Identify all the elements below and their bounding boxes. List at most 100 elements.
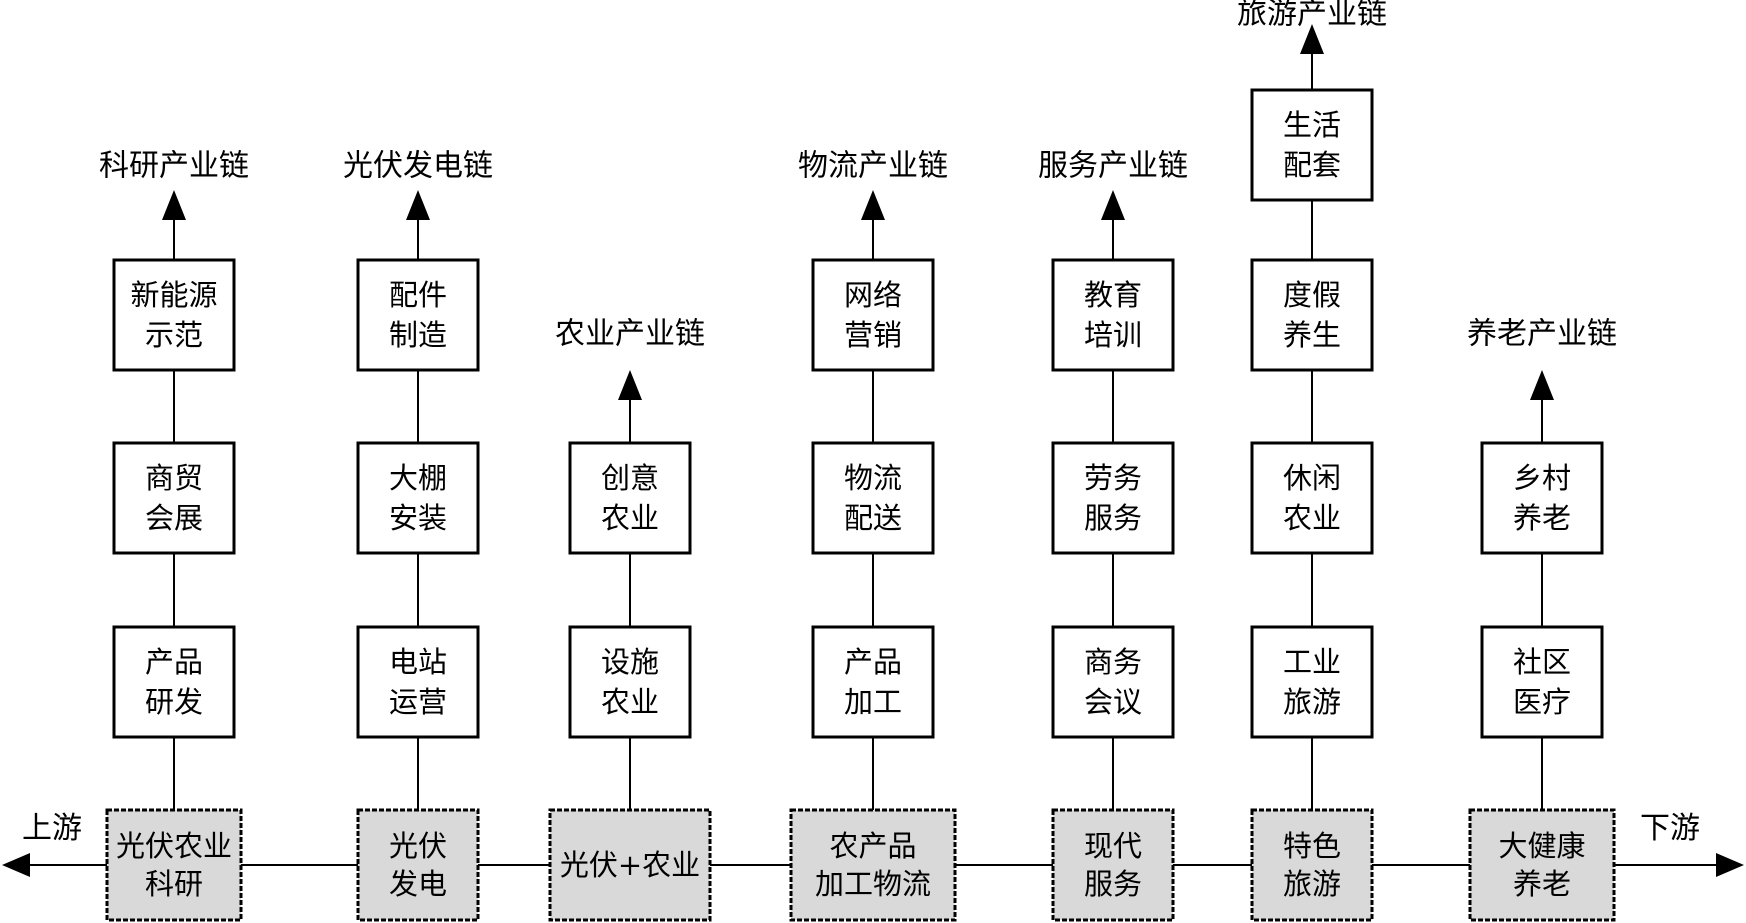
activity-label: 商务 [1084,645,1142,679]
downstream-label: 下游 [1640,811,1700,846]
chain-arrow-head [861,190,885,220]
activity-label: 养老 [1513,501,1571,535]
chain-label: 旅游产业链 [1237,0,1387,32]
activity-label: 农业 [601,501,659,535]
activity-label: 旅游 [1283,685,1341,719]
base-node-box [356,808,480,922]
activity-box [1051,258,1175,372]
base-node-label: 光伏+农业 [560,848,700,882]
activity-label: 设施 [601,645,659,679]
chain-label: 光伏发电链 [343,149,493,184]
activity-label: 农业 [1283,501,1341,535]
chain-arrow-head [1530,370,1554,400]
upstream-label: 上游 [22,811,82,846]
activity-label: 产品 [145,645,203,679]
base-node-label: 旅游 [1283,867,1341,901]
activity-label: 运营 [389,685,447,719]
activity-label: 劳务 [1084,461,1142,495]
activity-label: 医疗 [1513,685,1571,719]
activity-label: 研发 [145,685,203,719]
chain-arrow-head [1101,190,1125,220]
activity-box [112,625,236,739]
base-node-label: 服务 [1084,867,1142,901]
activity-box [1051,441,1175,555]
activity-label: 培训 [1084,318,1142,352]
base-node-label: 现代 [1084,829,1142,863]
activity-box [568,441,692,555]
activity-box [356,441,480,555]
base-node-box [1468,808,1616,922]
activity-box [811,258,935,372]
base-node-label: 养老 [1513,867,1571,901]
activity-box [1250,625,1374,739]
activity-box [1250,258,1374,372]
activity-label: 新能源 [130,278,217,312]
activity-box [1250,88,1374,202]
activity-label: 会议 [1084,685,1142,719]
activity-label: 乡村 [1513,461,1571,495]
activity-box [112,441,236,555]
chain-label: 农业产业链 [555,317,705,352]
activity-box [568,625,692,739]
activity-label: 创意 [601,461,659,495]
activity-label: 教育 [1084,278,1142,312]
activity-label: 制造 [389,318,447,352]
activity-label: 配套 [1283,148,1341,182]
base-node-box [1250,808,1374,922]
activity-box [811,625,935,739]
activity-label: 配送 [844,501,902,535]
activity-label: 养生 [1283,318,1341,352]
activity-box [356,258,480,372]
base-node-box [1051,808,1175,922]
activity-box [811,441,935,555]
activity-label: 生活 [1283,108,1341,142]
activity-label: 网络 [844,278,902,312]
chain-label: 养老产业链 [1467,317,1617,352]
axis-right-arrow [1716,853,1744,877]
activity-label: 营销 [844,318,902,352]
activity-box [1480,441,1604,555]
activity-box [1480,625,1604,739]
chain-label: 物流产业链 [798,149,948,184]
base-node-label: 加工物流 [815,867,931,901]
activity-label: 度假 [1283,278,1341,312]
activity-label: 农业 [601,685,659,719]
base-node-box [105,808,243,922]
activity-label: 社区 [1513,645,1571,679]
activity-label: 示范 [145,318,203,352]
chain-arrow-head [618,370,642,400]
base-node-label: 特色 [1283,829,1341,863]
activity-box [112,258,236,372]
activity-label: 会展 [145,501,203,535]
activity-label: 配件 [389,278,447,312]
activity-label: 产品 [844,645,902,679]
base-node-label: 光伏 [389,829,447,863]
columns-layer: 光伏农业科研产品研发商贸会展新能源示范科研产业链光伏发电电站运营大棚安装配件制造… [99,0,1617,922]
chain-label: 科研产业链 [99,149,249,184]
activity-label: 安装 [389,501,447,535]
activity-box [356,625,480,739]
activity-label: 服务 [1084,501,1142,535]
chain-label: 服务产业链 [1038,149,1188,184]
chain-arrow-head [162,190,186,220]
activity-box [1051,625,1175,739]
activity-box [1250,441,1374,555]
base-node-label: 光伏农业 [116,829,232,863]
activity-label: 休闲 [1283,461,1341,495]
base-node-label: 发电 [389,867,447,901]
base-node-box [789,808,957,922]
base-node-label: 科研 [145,867,203,901]
activity-label: 物流 [844,461,902,495]
chain-arrow-head [406,190,430,220]
activity-label: 工业 [1283,645,1341,679]
chain-arrow-head [1300,24,1324,54]
activity-label: 大棚 [389,461,447,495]
